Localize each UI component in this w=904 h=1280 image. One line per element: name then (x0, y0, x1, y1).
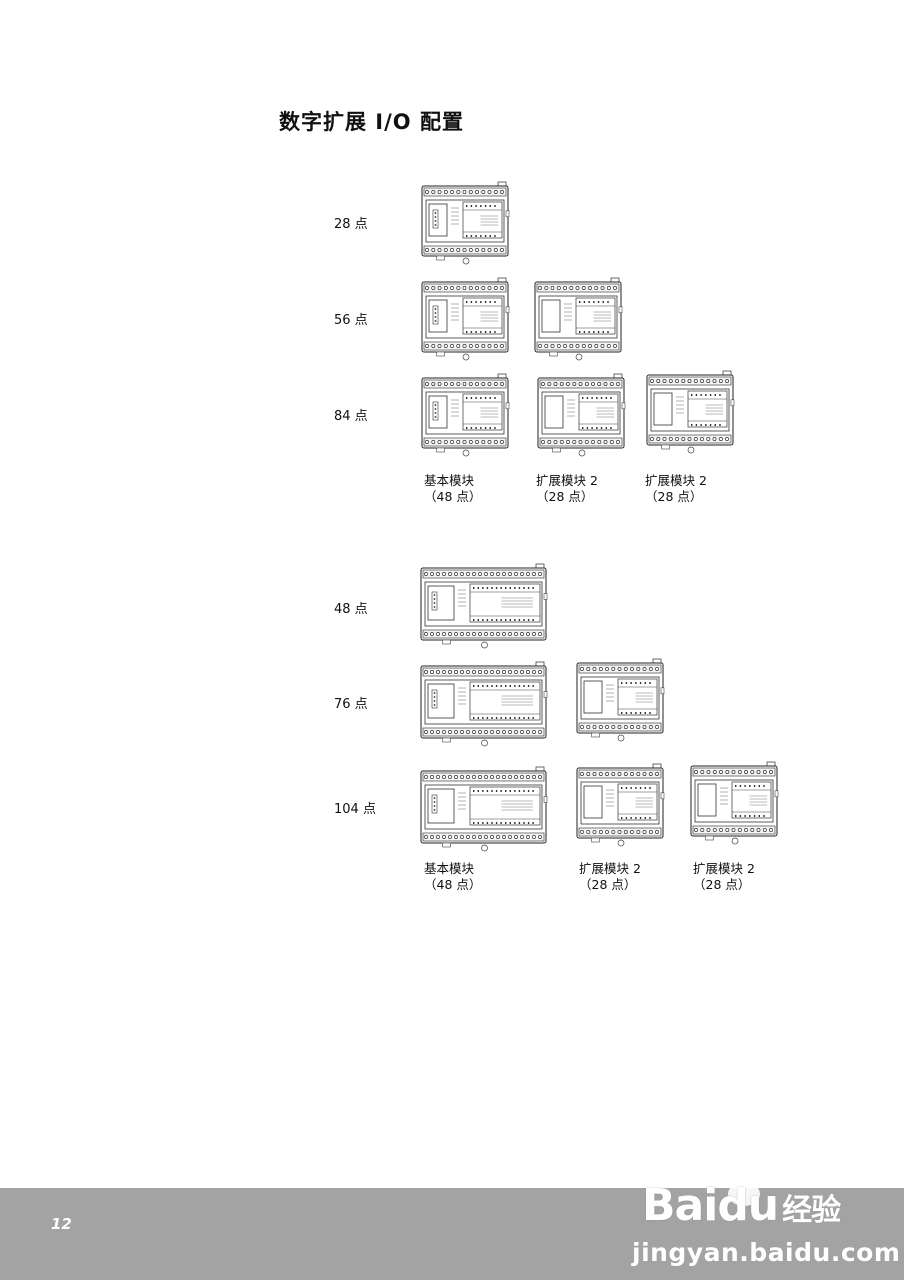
plc-base-module-wide (419, 660, 550, 750)
caption-expansion-module: 扩展模块 2（28 点） (693, 861, 755, 892)
watermark-url: jingyan.baidu.com (632, 1238, 901, 1267)
caption-base-module: 基本模块（48 点） (424, 473, 482, 504)
paw-icon (718, 1150, 771, 1206)
plc-expansion-module (689, 760, 781, 848)
plc-expansion-module (575, 657, 667, 745)
plc-base-module (420, 372, 512, 460)
plc-expansion-module (645, 369, 737, 457)
page-number: 12 (51, 1215, 72, 1233)
caption-expansion-module: 扩展模块 2（28 点） (645, 473, 707, 504)
row-label-28: 28 点 (334, 217, 368, 232)
row-label-56: 56 点 (334, 313, 368, 328)
plc-expansion-module (575, 762, 667, 850)
plc-expansion-module (533, 276, 625, 364)
page-title: 数字扩展 I/O 配置 (279, 110, 464, 134)
caption-base-module: 基本模块（48 点） (424, 861, 482, 892)
plc-base-module-wide (419, 765, 550, 855)
plc-expansion-module (536, 372, 628, 460)
row-label-84: 84 点 (334, 409, 368, 424)
plc-base-module (420, 276, 512, 364)
row-label-104: 104 点 (334, 802, 376, 817)
plc-base-module (420, 180, 512, 268)
caption-expansion-module: 扩展模块 2（28 点） (579, 861, 641, 892)
plc-base-module-wide (419, 562, 550, 652)
row-label-76: 76 点 (334, 697, 368, 712)
caption-expansion-module: 扩展模块 2（28 点） (536, 473, 598, 504)
row-label-48: 48 点 (334, 602, 368, 617)
